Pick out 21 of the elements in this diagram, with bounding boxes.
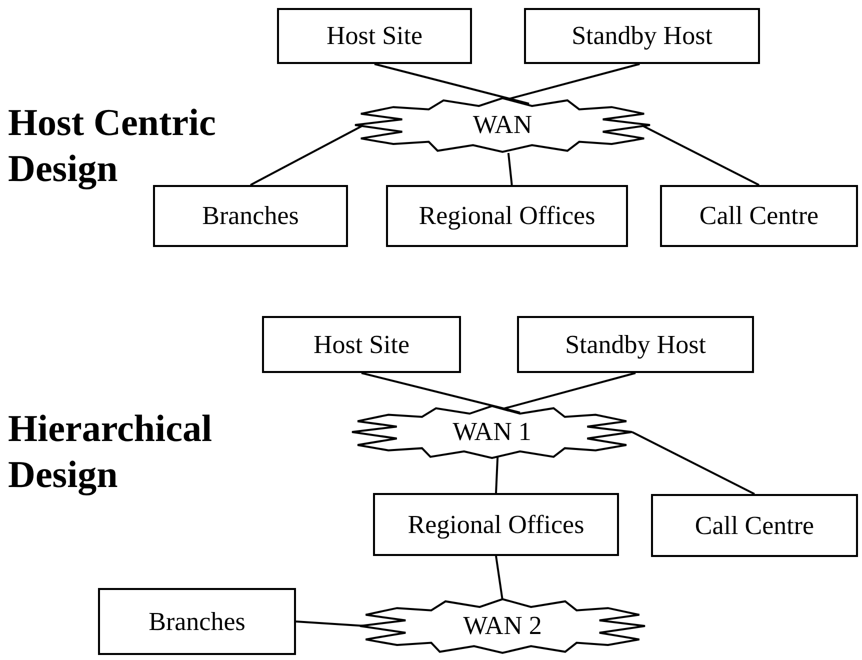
network-burst: WAN 1 [352,405,632,459]
section-heading: Hierarchical Design [8,407,214,498]
connector-line [495,456,499,494]
connector-line [374,63,530,105]
network-burst: WAN [355,97,650,153]
site-box: Standby Host [517,316,754,373]
site-box: Standby Host [524,8,760,64]
site-box: Regional Offices [386,185,628,247]
connector-line [361,372,520,414]
site-box: Regional Offices [373,493,619,556]
connector-line [507,152,513,186]
site-box: Call Centre [651,494,858,557]
site-box: Branches [98,588,296,655]
connector-line [495,556,504,600]
connector-line [640,124,760,186]
connector-line [250,124,364,186]
site-box: Host Site [277,8,472,64]
site-box: Call Centre [660,185,858,247]
network-burst: WAN 2 [360,598,645,654]
site-box: Branches [153,185,348,247]
site-box: Host Site [262,316,461,373]
